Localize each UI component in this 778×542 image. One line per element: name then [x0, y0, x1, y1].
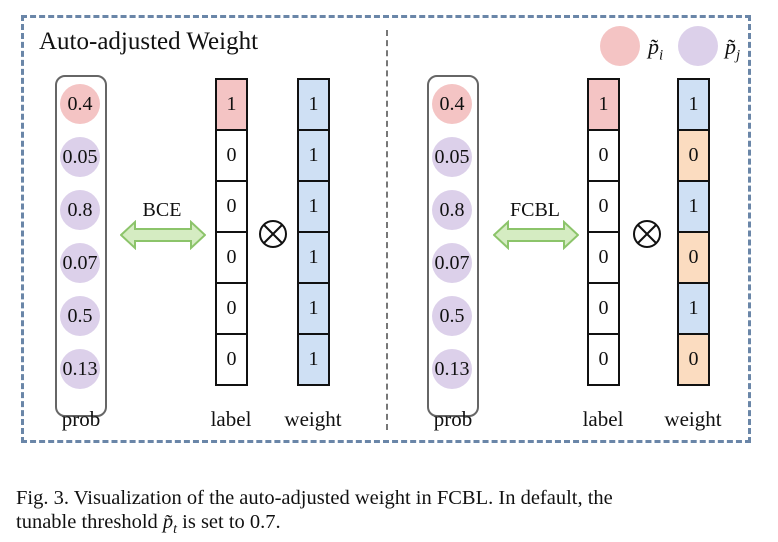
prob-circle: 0.05 — [60, 137, 100, 177]
legend-pj-swatch — [678, 26, 718, 66]
legend-pi-label: p̃i — [648, 34, 663, 64]
prob-circle: 0.07 — [432, 243, 472, 283]
prob-circle: 0.4 — [60, 84, 100, 124]
prob-box — [55, 75, 107, 417]
label-caption: label — [582, 407, 624, 431]
weight-cell: 1 — [297, 129, 330, 182]
loss-label: BCE — [142, 199, 182, 221]
weight-cell: 1 — [297, 231, 330, 284]
legend-pj-symbol: p̃ — [725, 34, 736, 59]
caption-text-a: tunable threshold — [16, 511, 163, 533]
figure-caption: Fig. 3. Visualization of the auto-adjust… — [16, 486, 758, 542]
prob-circle: 0.8 — [432, 190, 472, 230]
arrow-shape — [120, 220, 206, 250]
caption-text-b: is set to 0.7. — [177, 511, 281, 533]
diagram-title: Auto-adjusted Weight — [39, 28, 259, 55]
caption-threshold-symbol: p̃ — [162, 511, 174, 533]
label-cell: 1 — [587, 78, 620, 131]
weight-cell: 0 — [677, 129, 710, 182]
weight-cell: 0 — [677, 231, 710, 284]
label-caption: label — [210, 407, 252, 431]
legend-pj-label: p̃j — [725, 34, 740, 64]
double-arrow — [120, 220, 206, 250]
prob-circle: 0.8 — [60, 190, 100, 230]
loss-label: FCBL — [509, 199, 561, 221]
prob-caption: prob — [61, 407, 101, 431]
prob-circle: 0.07 — [60, 243, 100, 283]
weight-caption: weight — [664, 407, 722, 431]
weight-cell: 1 — [297, 333, 330, 386]
weight-cell: 1 — [677, 180, 710, 233]
arrow-shape — [493, 220, 579, 250]
weight-cell: 1 — [297, 180, 330, 233]
weight-cell: 1 — [297, 282, 330, 335]
legend-pi-sub: i — [659, 47, 664, 64]
otimes-operator — [632, 219, 662, 254]
prob-circle: 0.13 — [60, 349, 100, 389]
label-cell: 0 — [587, 180, 620, 233]
label-cell: 0 — [587, 129, 620, 182]
weight-cell: 1 — [297, 78, 330, 131]
weight-caption: weight — [284, 407, 342, 431]
weight-cell: 0 — [677, 333, 710, 386]
label-cell: 0 — [215, 333, 248, 386]
prob-circle: 0.13 — [432, 349, 472, 389]
weight-cell: 1 — [677, 282, 710, 335]
caption-threshold-sub: t — [173, 522, 178, 538]
label-cell: 0 — [215, 231, 248, 284]
legend-pj-sub: j — [736, 47, 741, 64]
label-cell: 0 — [587, 231, 620, 284]
label-cell: 0 — [215, 180, 248, 233]
legend-pi-symbol: p̃ — [648, 34, 659, 59]
prob-circle: 0.5 — [60, 296, 100, 336]
double-arrow — [493, 220, 579, 250]
label-cell: 1 — [215, 78, 248, 131]
weight-cell: 1 — [677, 78, 710, 131]
label-cell: 0 — [215, 129, 248, 182]
otimes-operator — [258, 219, 288, 254]
diagram-frame — [21, 15, 751, 443]
panel-divider — [386, 30, 388, 430]
caption-line-1: Fig. 3. Visualization of the auto-adjust… — [16, 487, 613, 509]
prob-circle: 0.4 — [432, 84, 472, 124]
caption-line-2: tunable threshold p̃t is set to 0.7. — [16, 510, 758, 542]
label-cell: 0 — [215, 282, 248, 335]
prob-circle: 0.5 — [432, 296, 472, 336]
label-cell: 0 — [587, 333, 620, 386]
prob-box — [427, 75, 479, 417]
prob-circle: 0.05 — [432, 137, 472, 177]
prob-caption: prob — [433, 407, 473, 431]
legend-pi-swatch — [600, 26, 640, 66]
label-cell: 0 — [587, 282, 620, 335]
